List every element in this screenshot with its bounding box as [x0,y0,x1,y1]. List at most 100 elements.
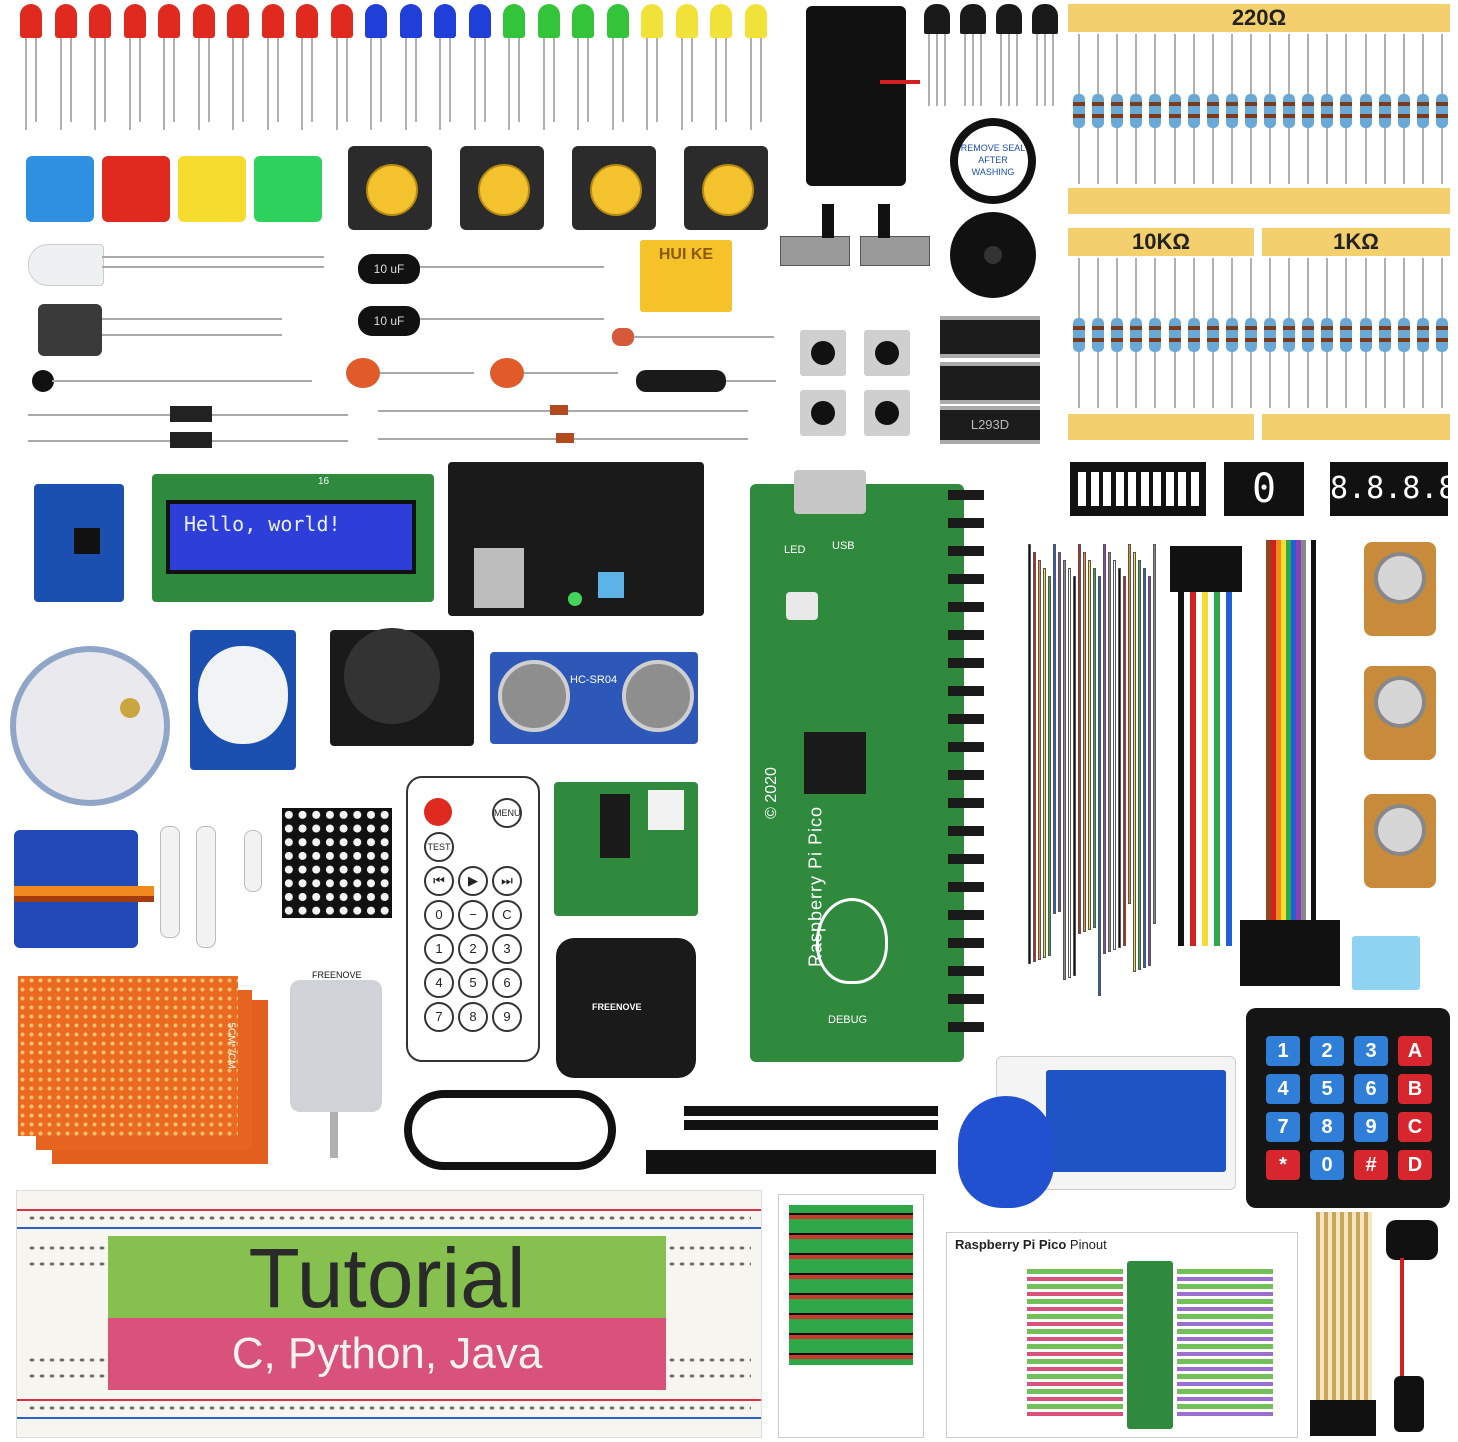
pico-raspberry-logo [816,898,888,984]
resistor [1073,94,1085,128]
ic-chip-2 [940,362,1040,404]
small-diode-1 [550,405,568,415]
remote-key: C [492,900,522,930]
led-leg [611,38,614,130]
led-leg [518,38,520,122]
led-leg [59,38,62,130]
led-leg [94,38,96,130]
led [158,4,180,38]
rfid-keyfob [958,1096,1054,1208]
pico-pin [948,854,984,864]
ribbon-wire [1306,540,1311,920]
transistor-leg [928,34,930,106]
led-leg [552,38,555,122]
remote-key: 5 [458,968,488,998]
tutorial-title: Tutorial [248,1231,526,1325]
resistor [1340,318,1353,352]
button-cap-red [102,156,170,222]
tutorial-banner-top [108,1236,666,1318]
pico-pin [948,1022,984,1032]
resistor [1111,318,1124,352]
potentiometer-1 [1364,542,1436,636]
led [192,4,215,38]
resistor [1187,94,1200,128]
resistor [1283,94,1296,128]
rgb-led [28,244,104,286]
led-leg [473,38,476,130]
battery-snap-plug [1394,1376,1424,1432]
transistor-leg [964,34,966,106]
remote-key: 4 [424,968,454,998]
stepper-driver-board [554,782,698,916]
dc-motor: FREENOVE [290,970,382,1112]
ribbon-connectors [1240,920,1340,986]
relay-brand: HUI KE [658,246,714,263]
resistor-row-220 [1068,34,1450,194]
resistor-band-1k-bottom [1262,414,1450,440]
resistor [1283,318,1296,352]
ribbon-wire [1266,540,1271,920]
led-leg [335,38,338,130]
tilt-switch-wire [726,380,776,382]
resistor [1111,94,1124,128]
pico-pin [948,742,984,752]
pico-chip [804,732,866,794]
pico-pin [948,938,984,948]
resistor [1130,318,1143,352]
resistor [1359,318,1372,352]
resistor-row-10k-1k [1068,258,1450,418]
led-leg [715,38,717,130]
relay: HUI KE [640,240,732,312]
resistor [1340,94,1353,128]
pico-pin [948,574,984,584]
led-leg [508,38,510,130]
remote-key: ▶ [458,866,488,896]
jumper-wire [1148,576,1151,966]
jumper-wire [1098,576,1101,996]
resistor [1264,318,1276,352]
resistor [1149,318,1162,352]
slide-switch-1-knob [822,204,834,238]
ribbon-wire [1296,540,1301,920]
pico-pin [948,826,984,836]
led [54,4,77,38]
resistor-band-220-bottom [1068,188,1450,214]
keypad-key: * [1266,1150,1300,1180]
tutorial-languages: C, Python, Java [231,1329,543,1378]
slide-switch-2-knob [878,204,890,238]
ir-receiver [38,304,102,356]
jumper-wire [1043,568,1046,958]
led-leg [138,38,141,122]
led [227,4,249,38]
led-leg [542,38,545,130]
small-button-3 [800,390,846,436]
transistor-leg [980,34,982,106]
dupont-wire [1178,586,1184,946]
pico-pin-strip [948,490,984,1050]
jumper-wire [1058,552,1061,912]
led-leg [104,38,106,122]
led-leg [621,38,624,122]
pico-pin [948,966,984,976]
lcd-module: 16 Hello, world! [152,474,434,602]
jumper-wire [1028,544,1031,964]
led-leg [128,38,131,130]
pico-pin [948,546,984,556]
pico-board-name: Raspberry Pi Pico [805,805,826,968]
photoresistor-wire [612,336,774,338]
capacitor-1: 10 uF [358,254,420,284]
ribbon-wire [1281,540,1286,920]
led-row [0,0,780,140]
led-leg [483,38,486,122]
resistor [1073,318,1085,352]
resistor [1321,318,1334,352]
usb-cable [404,1090,616,1170]
keypad-key: C [1398,1112,1432,1142]
led-leg [301,38,303,130]
resistor [1435,94,1448,128]
resistor [1225,318,1238,352]
resistor-band-10k-bottom [1068,414,1254,440]
keypad-ribbon [1316,1212,1372,1436]
jumper-wire [1108,552,1111,952]
resistor-band-10k: 10KΩ [1068,228,1254,256]
